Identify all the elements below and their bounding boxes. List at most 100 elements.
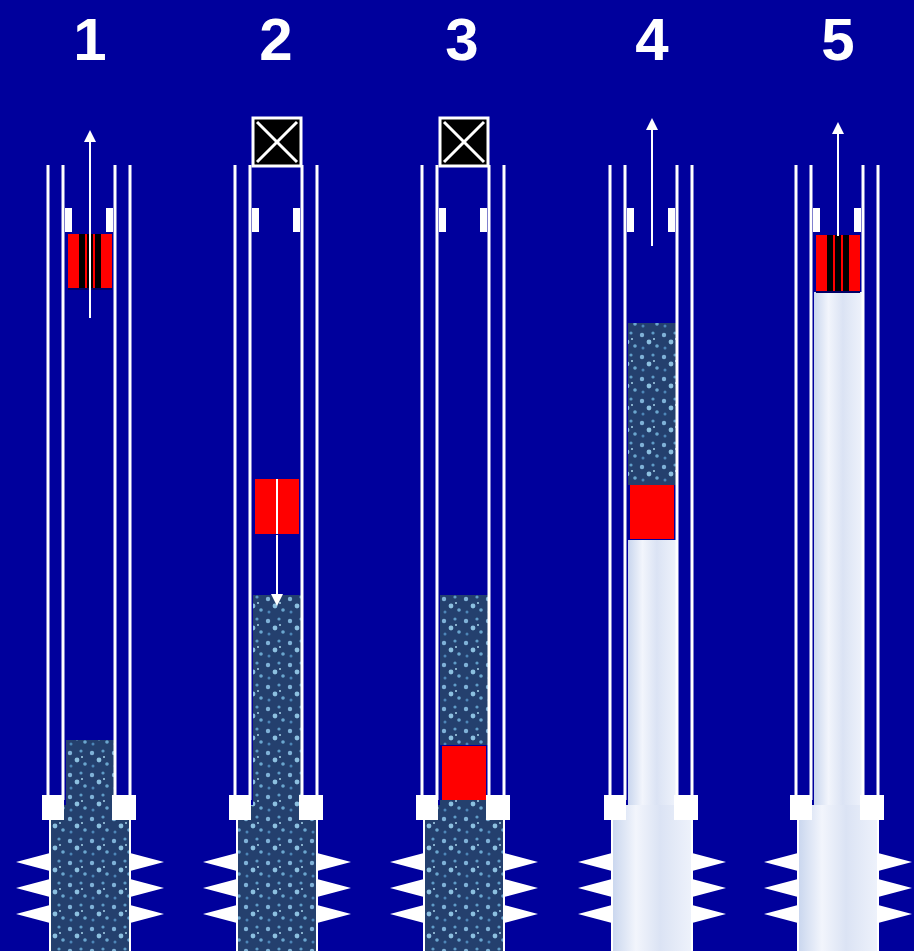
perforation (764, 905, 798, 923)
lubricator-stop (65, 208, 72, 232)
lubricator-stop (813, 208, 820, 232)
perforation (130, 853, 164, 871)
tubing-wall (676, 165, 679, 800)
reservoir-liquid (798, 805, 878, 951)
perforation (578, 879, 612, 897)
lubricator-stop (293, 208, 300, 232)
packer (674, 795, 698, 820)
valve-body (440, 118, 488, 166)
tubing-wall (624, 165, 627, 800)
plunger-stripe (95, 234, 101, 289)
packer (860, 795, 884, 820)
perforation (578, 853, 612, 871)
perforation (692, 879, 726, 897)
perforation (203, 905, 237, 923)
step-number: 4 (635, 10, 668, 70)
packer (486, 795, 510, 820)
plunger-base (816, 291, 860, 293)
perforation (16, 853, 50, 871)
perforation (692, 853, 726, 871)
casing-wall (234, 165, 237, 805)
lubricator-stop (439, 208, 446, 232)
plunger (255, 479, 299, 534)
perforation (317, 853, 351, 871)
valve-cross (444, 122, 484, 162)
packer (416, 795, 438, 820)
tubing-wall (810, 165, 813, 800)
liquid-column (628, 540, 676, 805)
plunger-split (276, 479, 278, 534)
valve-cross (257, 122, 297, 162)
flow-arrow (837, 130, 839, 236)
plunger (816, 235, 860, 292)
packer (229, 795, 251, 820)
casing-wall (609, 165, 612, 805)
reservoir-liquid (612, 805, 692, 951)
tubing-wall (488, 165, 491, 800)
packer (42, 795, 64, 820)
plunger (442, 746, 486, 800)
reservoir-foam (237, 805, 317, 951)
reservoir-foam (424, 805, 504, 951)
lubricator-stop (854, 208, 861, 232)
step-number: 5 (821, 10, 854, 70)
lubricator-stop (668, 208, 675, 232)
fall-arrow-head (271, 594, 283, 606)
reservoir-foam (50, 805, 130, 951)
perforation (16, 879, 50, 897)
casing-wall (691, 165, 694, 805)
perforation (317, 879, 351, 897)
casing-wall (316, 165, 319, 805)
gas-liquid-foam (440, 800, 488, 805)
lubricator-stop (252, 208, 259, 232)
valve-body (253, 118, 301, 166)
tubing-wall (862, 165, 865, 800)
casing-wall (421, 165, 424, 805)
gas-liquid-foam (628, 323, 676, 485)
flow-arrow-head (646, 118, 658, 130)
gas-liquid-foam (253, 595, 301, 805)
perforation (504, 853, 538, 871)
casing-wall (47, 165, 50, 805)
packer (790, 795, 812, 820)
perforation (878, 905, 912, 923)
perforation (16, 905, 50, 923)
plunger-stripe (79, 234, 85, 289)
flow-arrow (651, 126, 653, 246)
step-number: 2 (259, 10, 292, 70)
perforation (578, 905, 612, 923)
valve-cross (444, 122, 484, 162)
plunger-stripe (835, 235, 841, 292)
tubing-wall (62, 165, 65, 800)
tubing-wall (436, 165, 439, 800)
lubricator-stop (106, 208, 113, 232)
lubricator-stop (627, 208, 634, 232)
perforation (878, 853, 912, 871)
perforation (203, 879, 237, 897)
perforation (504, 905, 538, 923)
perforation (878, 879, 912, 897)
plunger-stripe (827, 235, 833, 292)
flow-arrow (89, 138, 91, 318)
packer (604, 795, 626, 820)
casing-wall (795, 165, 798, 805)
perforation (504, 879, 538, 897)
perforation (764, 853, 798, 871)
step-number: 1 (73, 10, 106, 70)
perforation (130, 879, 164, 897)
flow-arrow-head (84, 130, 96, 142)
packer (299, 795, 323, 820)
perforation (390, 879, 424, 897)
gas-liquid-foam (440, 595, 488, 745)
perforation (692, 905, 726, 923)
perforation (390, 905, 424, 923)
perforation (764, 879, 798, 897)
packer (112, 795, 136, 820)
fall-arrow (276, 535, 278, 598)
step-number: 3 (445, 10, 478, 70)
tubing-wall (114, 165, 117, 800)
plunger (630, 485, 674, 539)
liquid-column (814, 292, 862, 805)
lubricator-stop (480, 208, 487, 232)
